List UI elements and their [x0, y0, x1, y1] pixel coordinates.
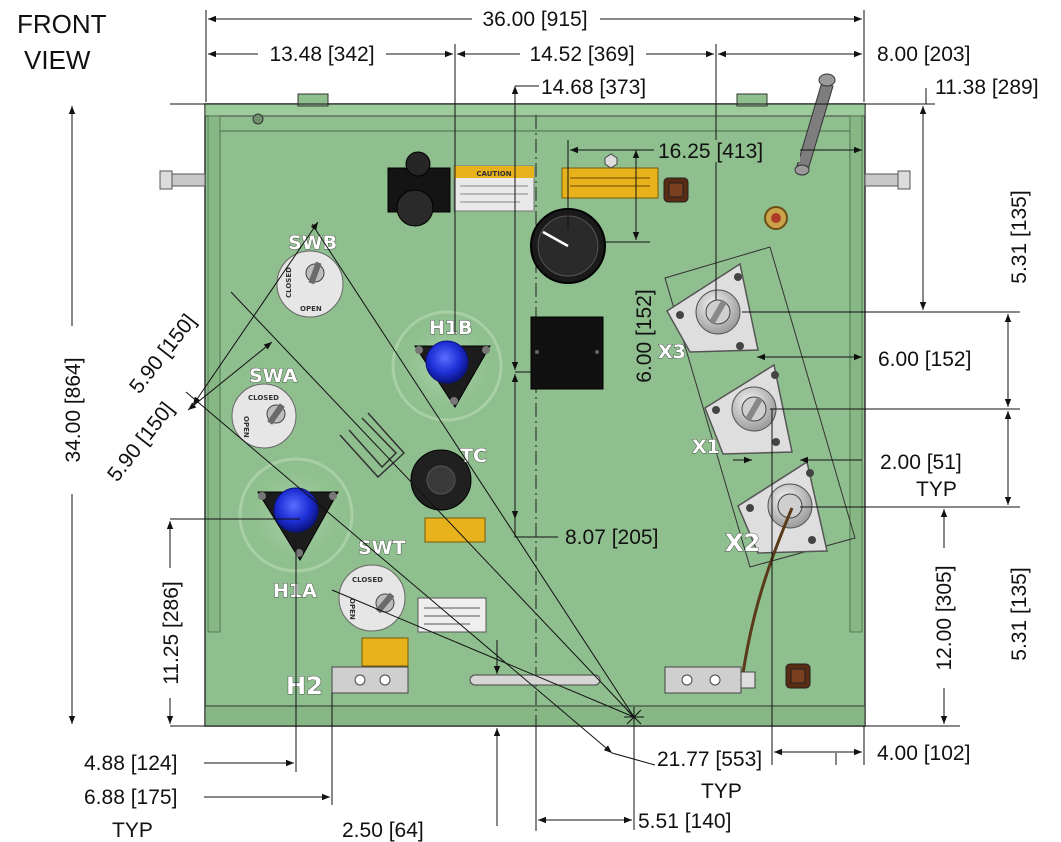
dim-center-offset: 5.51 [140] — [638, 810, 731, 833]
swt-closed-text: CLOSED — [352, 576, 383, 584]
leader-lines — [514, 85, 927, 820]
dim-x2-to-right: 4.00 [102] — [877, 742, 970, 765]
swa-label: SWA — [249, 365, 298, 387]
warning-label — [561, 167, 659, 199]
dim-ground-height: 2.50 [64] — [342, 819, 424, 842]
bushing-h1b — [391, 310, 503, 422]
dimension-lines — [68, 15, 1012, 826]
h1a-label: H1A — [273, 580, 317, 602]
dim-x-stagger-note: TYP — [916, 478, 957, 501]
x1-label: X1 — [692, 436, 720, 458]
dim-diag-note: TYP — [701, 780, 742, 803]
dim-x-offset: 6.00 [152] — [878, 348, 971, 371]
dim-h2-note: TYP — [112, 819, 153, 842]
bushing-h1a — [238, 457, 354, 573]
swa-closed-text: CLOSED — [248, 394, 279, 402]
switch-swb: CLOSED OPEN — [276, 250, 344, 318]
swt-label-plate — [417, 597, 487, 633]
swb-closed-text: CLOSED — [285, 267, 293, 298]
view-title-line2: VIEW — [24, 45, 91, 75]
switch-swa: CLOSED OPEN — [231, 383, 297, 449]
caution-label: CAUTION — [453, 165, 535, 212]
h2-bracket — [331, 666, 409, 694]
swb-open-text: OPEN — [300, 305, 322, 313]
dim-h2-from-left: 6.88 [175] — [84, 786, 177, 809]
tap-changer-tc — [410, 449, 472, 511]
yellow-label — [424, 517, 486, 543]
dim-x1-to-x2: 5.31 [135] — [1008, 567, 1031, 660]
bushing-x2 — [737, 460, 828, 554]
dim-gauge-span: 16.25 [413] — [658, 140, 763, 163]
yellow-label — [361, 637, 409, 667]
mounting-bolt — [159, 113, 911, 190]
dim-overall-height: 34.00 [864] — [62, 357, 85, 462]
ground-wire — [740, 507, 794, 681]
swa-open-text: OPEN — [242, 416, 250, 438]
hex-nut — [604, 153, 618, 169]
h1b-label: H1B — [429, 317, 473, 339]
view-title-line1: FRONT — [17, 9, 107, 39]
control-box — [530, 316, 604, 390]
u-bracket — [339, 412, 406, 479]
bushing-x1 — [704, 363, 793, 455]
bushing-x3 — [666, 262, 759, 353]
dim-swb-spacing: 5.90 [150] — [125, 310, 201, 398]
h2-label: H2 — [286, 672, 323, 700]
dim-h1b-to-tc: 8.07 [205] — [565, 526, 658, 549]
dim-swa-spacing: 5.90 [150] — [103, 398, 179, 486]
dim-h1a-height: 11.25 [286] — [160, 581, 183, 685]
dim-x3-to-x1: 5.31 [135] — [1008, 190, 1031, 283]
dim-h1a-from-left: 4.88 [124] — [84, 752, 177, 775]
fuse-assembly — [387, 151, 451, 227]
lifting-tab — [297, 93, 768, 107]
switch-swt: CLOSED OPEN — [338, 564, 406, 632]
slot-handle — [469, 674, 601, 686]
dim-x3-to-right: 8.00 [203] — [877, 43, 970, 66]
temperature-gauge — [530, 208, 606, 284]
swt-open-text: OPEN — [348, 598, 356, 620]
dim-h1b-to-x3: 14.52 [369] — [529, 43, 634, 66]
swt-label: SWT — [358, 537, 406, 559]
dimension-labels: 36.00 [915] 13.48 [342] 14.52 [369] 8.00… — [61, 8, 1039, 842]
dim-overall-width: 36.00 [915] — [482, 8, 587, 31]
x2-label: X2 — [725, 529, 760, 557]
dim-h1b-offset: 14.68 [373] — [541, 76, 646, 99]
dim-x-stagger: 2.00 [51] — [880, 451, 962, 474]
dim-diag: 21.77 [553] — [657, 748, 762, 771]
caution-text: CAUTION — [476, 170, 511, 178]
dim-x2-height: 12.00 [305] — [933, 565, 956, 670]
dim-top-to-x3: 11.38 [289] — [935, 76, 1039, 99]
x-bushing-frame — [664, 246, 856, 568]
dim-gauge-drop: 6.00 [152] — [633, 289, 656, 382]
ground-bracket — [664, 666, 756, 694]
dim-left-to-h1b: 13.48 [342] — [269, 43, 374, 66]
x3-label: X3 — [658, 341, 686, 363]
